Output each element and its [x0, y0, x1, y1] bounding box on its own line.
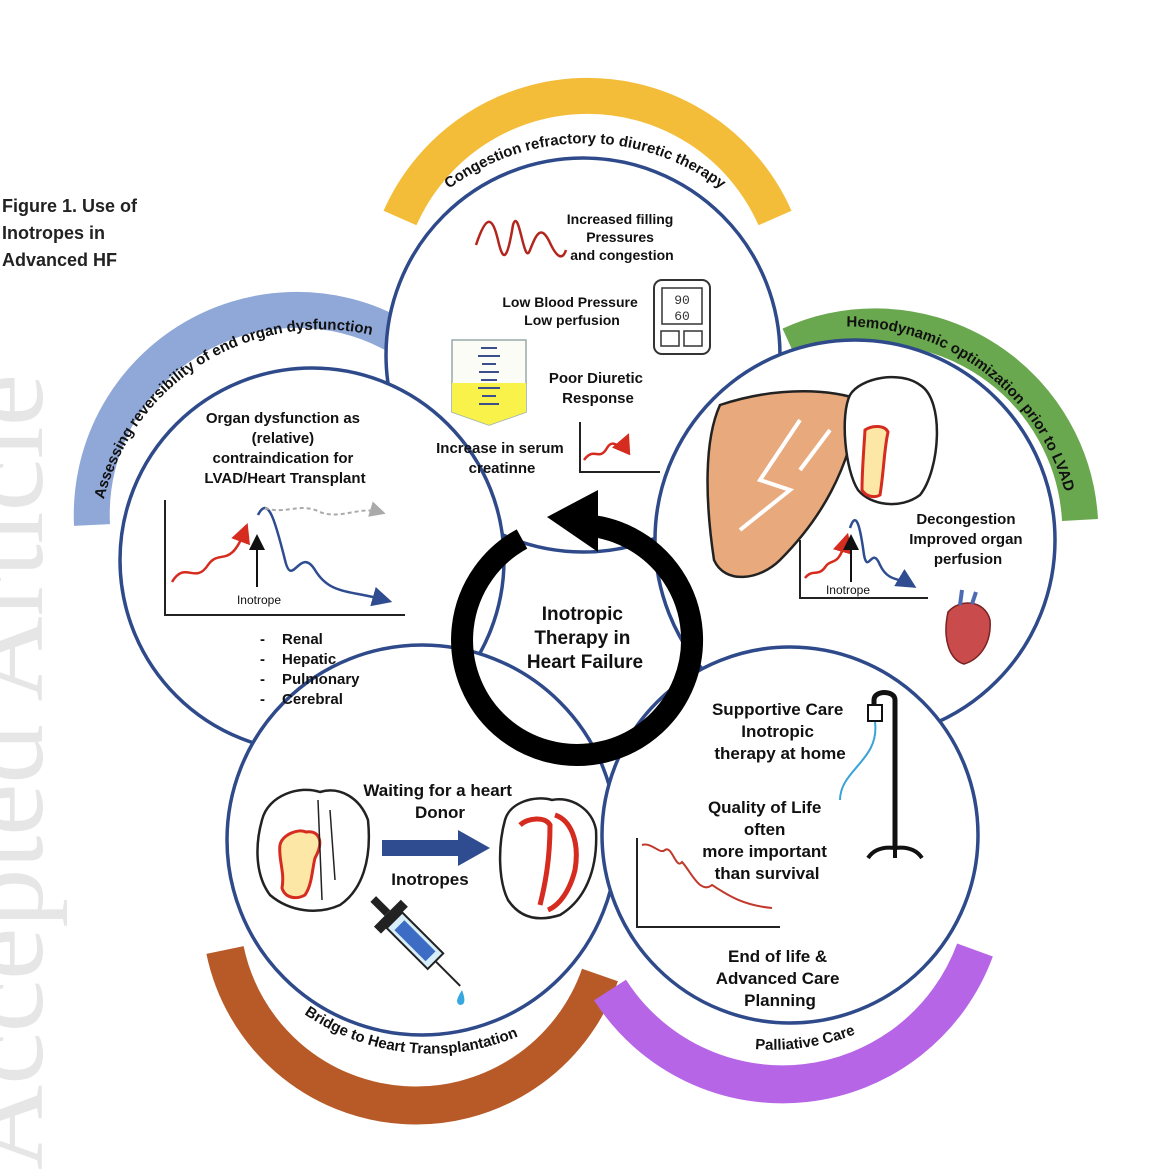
organ-cerebral: Cerebral: [282, 691, 343, 708]
inotropes-label: Inotropes: [391, 870, 468, 889]
center-title: Inotropic Therapy in Heart Failure: [527, 604, 643, 673]
palliative-banner: [594, 943, 993, 1104]
blood-pressure-text: Low Blood Pressure Low perfusion: [502, 294, 641, 328]
watermark-text: Accepted Article: [0, 374, 68, 1170]
caption-line-2: Inotropes in: [2, 223, 105, 243]
failing-heart-icon: [256, 788, 371, 912]
bridge-banner: [206, 946, 618, 1125]
organ-pulmonary: Pulmonary: [282, 671, 360, 688]
organ-bullet: -: [260, 691, 265, 708]
creatinine-text: Increase in serum creatinne: [436, 440, 568, 477]
organ-list: - Renal - Hepatic - Pulmonary - Cerebral: [260, 631, 360, 708]
organ-renal: Renal: [282, 631, 323, 648]
filling-text: Increased filling Pressures and congesti…: [567, 211, 677, 263]
waiting-text: Waiting for a heart Donor: [363, 781, 516, 822]
urine-bag-icon: [451, 339, 527, 426]
anatomical-heart-icon: [945, 589, 991, 665]
center-hub: Inotropic Therapy in Heart Failure: [451, 490, 704, 766]
caption-line-3: Advanced HF: [2, 250, 118, 270]
syringe-icon: [370, 896, 465, 1005]
hemodynamic-graph: Inotrope: [799, 519, 928, 599]
heart-lvad-icon: [843, 375, 939, 506]
quality-of-life-text: Quality of Life often more important tha…: [702, 798, 831, 883]
decline-graph-icon: [636, 838, 780, 928]
bp-diastolic: 60: [674, 309, 690, 324]
assessing-banner: [73, 291, 404, 526]
assessing-graph-label: Inotrope: [237, 593, 281, 607]
organ-bullet: -: [260, 631, 265, 648]
diuretic-text: Poor Diuretic Response: [549, 370, 647, 407]
figure-caption: Figure 1. Use of Inotropes in Advanced H…: [2, 193, 162, 274]
organ-bullet: -: [260, 651, 265, 668]
bp-systolic: 90: [674, 293, 690, 308]
palliative-circle: [600, 645, 980, 1025]
circular-arrow-icon: [451, 514, 704, 766]
hemodynamic-banner: [782, 308, 1098, 522]
iv-pole-icon: [839, 690, 924, 860]
creatinine-graph-icon: [579, 422, 660, 473]
bp-monitor-icon: 90 60: [653, 279, 711, 355]
organ-hepatic: Hepatic: [282, 651, 336, 668]
healthy-heart-icon: [498, 797, 598, 920]
hemodynamic-graph-label: Inotrope: [826, 583, 870, 597]
palliative-banner-label: Palliative Care: [755, 1022, 857, 1054]
organ-bullet: -: [260, 671, 265, 688]
filling-pressure-waveform-icon: [474, 220, 568, 258]
congestion-banner: [383, 77, 792, 226]
circular-arrow-head-icon: [547, 490, 598, 552]
caption-line-1: Figure 1. Use of: [2, 196, 138, 216]
end-of-life-text: End of life & Advanced Care Planning: [716, 947, 845, 1010]
supportive-care-text: Supportive Care Inotropic therapy at hom…: [712, 700, 848, 763]
organ-dysfunction-text: Organ dysfunction as (relative) contrain…: [204, 410, 365, 487]
assessing-graph: Inotrope: [164, 500, 405, 616]
hemodynamic-text: Decongestion Improved organ perfusion: [909, 511, 1027, 568]
liver-icon: [706, 390, 862, 579]
transplant-arrow-icon: [382, 830, 490, 866]
